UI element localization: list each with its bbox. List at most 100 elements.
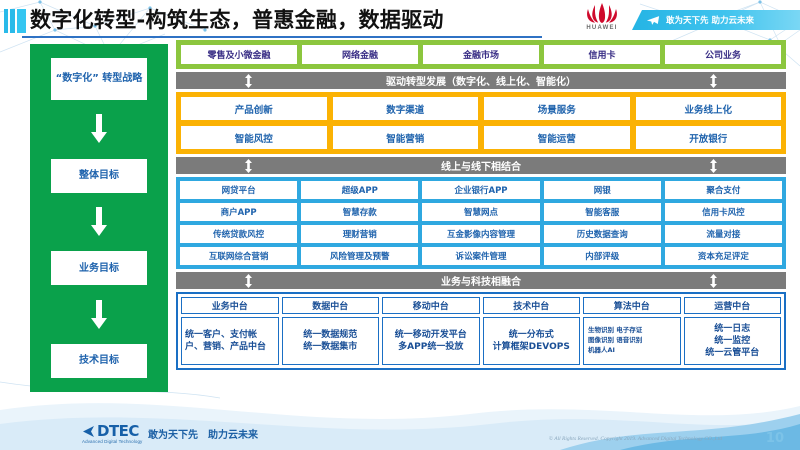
channel-cell[interactable]: 理财营销: [301, 225, 419, 243]
down-arrow-icon: [91, 207, 107, 236]
channel-cell[interactable]: 信用卡风控: [664, 203, 783, 221]
capability-cell[interactable]: 智能运营: [484, 126, 630, 149]
channel-cell[interactable]: 互联网综合营销: [180, 247, 298, 265]
platform-head[interactable]: 业务中台: [181, 297, 279, 314]
huawei-wordmark: HUAWEI: [586, 25, 618, 31]
business-line-cell[interactable]: 金融市场: [423, 45, 539, 64]
platform-body: 统一客户、支付帐户、营销、产品中台: [181, 317, 279, 365]
platform-column-algorithm: 算法中台 生物识别 电子存证 图像识别 语音识别 机器人AI: [583, 297, 681, 365]
footer-wave-decoration: [0, 381, 800, 450]
channel-cell[interactable]: 聚合支付: [664, 181, 783, 199]
platform-head[interactable]: 数据中台: [281, 297, 379, 314]
capability-row: 智能风控 智能营销 智能运营 开放银行: [181, 126, 781, 149]
channel-cell[interactable]: 资本充足评定: [664, 247, 783, 265]
business-line-cell[interactable]: 信用卡: [544, 45, 660, 64]
business-line-cell[interactable]: 网络金融: [302, 45, 418, 64]
channel-cell[interactable]: 诉讼案件管理: [422, 247, 540, 265]
double-arrow-icon: [710, 73, 717, 88]
business-line-cell[interactable]: 零售及小微金融: [181, 45, 297, 64]
channel-band: 网贷平台 超级APP 企业银行APP 网银 聚合支付 商户APP 智慧存款 智慧…: [176, 177, 786, 269]
channel-cell[interactable]: 互金影像内容管理: [422, 225, 540, 243]
capability-cell[interactable]: 产品创新: [181, 97, 327, 120]
strategy-column: “数字化” 转型战略 整体目标 业务目标 技术目标: [30, 44, 168, 392]
dtec-logo: DTEC Advanced Digital Technology: [82, 422, 162, 444]
channel-cell[interactable]: 企业银行APP: [422, 181, 540, 199]
footer-slogan-left: 敢为天下先: [148, 430, 198, 441]
huawei-flower-icon: [587, 3, 617, 23]
double-arrow-icon: [710, 273, 717, 288]
page-number: 10: [765, 431, 784, 446]
channel-cell[interactable]: 智能客服: [543, 203, 661, 221]
connector-bar-transformation: 驱动转型发展（数字化、线上化、智能化）: [176, 72, 786, 89]
huawei-logo: HUAWEI: [576, 2, 628, 38]
connector-bar-online-offline: 线上与线下相结合: [176, 157, 786, 174]
huawei-slogan-banner: 敢为天下先 助力云未来: [632, 10, 800, 30]
connector-bar-business-tech: 业务与科技相融合: [176, 272, 786, 289]
footer-slogan: 敢为天下先助力云未来: [148, 426, 258, 441]
strategy-arrow-2: [90, 193, 108, 252]
slide-body: “数字化” 转型战略 整体目标 业务目标 技术目标 零售及小微金融 网络金融 金…: [0, 40, 800, 410]
paper-plane-icon: [646, 15, 660, 25]
channel-cell[interactable]: 商户APP: [180, 203, 298, 221]
connector-label: 线上与线下相结合: [441, 162, 521, 173]
channel-cell[interactable]: 智慧存款: [301, 203, 419, 221]
platform-head[interactable]: 移动中台: [382, 297, 480, 314]
capability-row: 产品创新 数字渠道 场景服务 业务线上化: [181, 97, 781, 120]
channel-cell[interactable]: 历史数据查询: [543, 225, 661, 243]
channel-cell[interactable]: 网贷平台: [180, 181, 298, 199]
capability-cell[interactable]: 智能营销: [332, 126, 478, 149]
corner-stripe-decoration: [4, 9, 26, 33]
platform-body: 统一移动开发平台 多APP统一投放: [382, 317, 480, 365]
channel-cell[interactable]: 内部评级: [543, 247, 661, 265]
channel-row: 传统贷款风控 理财营销 互金影像内容管理 历史数据查询 流量对接: [180, 225, 783, 243]
capability-band: 产品创新 数字渠道 场景服务 业务线上化 智能风控 智能营销 智能运营 开放银行: [176, 92, 786, 154]
dtec-triangle-icon: [83, 425, 94, 437]
sidebar-item-strategy[interactable]: “数字化” 转型战略: [51, 58, 147, 100]
platform-head[interactable]: 技术中台: [482, 297, 580, 314]
channel-row: 互联网综合营销 风险管理及预警 诉讼案件管理 内部评级 资本充足评定: [180, 247, 783, 265]
connector-label: 驱动转型发展（数字化、线上化、智能化）: [386, 77, 576, 88]
connector-label: 业务与科技相融合: [441, 277, 521, 288]
double-arrow-icon: [710, 158, 717, 173]
dtec-wordmark: DTEC: [97, 422, 139, 440]
capability-cell[interactable]: 开放银行: [635, 126, 781, 149]
platform-column-tech: 技术中台 统一分布式 计算框架DEVOPS: [482, 297, 580, 365]
channel-cell[interactable]: 流量对接: [664, 225, 783, 243]
platform-column-operations: 运营中台 统一日志 统一监控 统一云管平台: [683, 297, 781, 365]
platform-head[interactable]: 算法中台: [583, 297, 681, 314]
channel-cell[interactable]: 风险管理及预警: [301, 247, 419, 265]
slide-footer: DTEC Advanced Digital Technology 敢为天下先助力…: [0, 410, 800, 450]
platform-column-business: 业务中台 统一客户、支付帐户、营销、产品中台: [181, 297, 279, 365]
platform-head[interactable]: 运营中台: [683, 297, 781, 314]
strategy-arrow-3: [90, 285, 108, 344]
capability-cell[interactable]: 数字渠道: [332, 97, 478, 120]
platform-body: 生物识别 电子存证 图像识别 语音识别 机器人AI: [583, 317, 681, 365]
business-line-cell[interactable]: 公司业务: [665, 45, 781, 64]
channel-row: 商户APP 智慧存款 智慧网点 智能客服 信用卡风控: [180, 203, 783, 221]
huawei-slogan-text: 敢为天下先 助力云未来: [666, 16, 754, 26]
layer-stack: 零售及小微金融 网络金融 金融市场 信用卡 公司业务 驱动转型发展（数字化、线上…: [176, 40, 786, 370]
double-arrow-icon: [245, 73, 252, 88]
double-arrow-icon: [245, 158, 252, 173]
down-arrow-icon: [91, 114, 107, 144]
platform-body: 统一数据规范 统一数据集市: [281, 317, 379, 365]
channel-cell[interactable]: 网银: [543, 181, 661, 199]
capability-cell[interactable]: 场景服务: [484, 97, 630, 120]
sidebar-item-business-goal[interactable]: 业务目标: [51, 251, 147, 286]
platform-body: 统一日志 统一监控 统一云管平台: [683, 317, 781, 365]
page-title: 数字化转型-构筑生态，普惠金融，数据驱动: [30, 8, 444, 32]
dtec-subtitle: Advanced Digital Technology: [82, 439, 143, 444]
slide-header: 数字化转型-构筑生态，普惠金融，数据驱动 HUAWEI 敢为天下先 助力云未来: [0, 0, 800, 40]
channel-cell[interactable]: 传统贷款风控: [180, 225, 298, 243]
capability-cell[interactable]: 智能风控: [181, 126, 327, 149]
down-arrow-icon: [91, 299, 107, 329]
platform-band: 业务中台 统一客户、支付帐户、营销、产品中台 数据中台 统一数据规范 统一数据集…: [176, 292, 786, 370]
sidebar-item-tech-goal[interactable]: 技术目标: [51, 344, 147, 379]
sidebar-item-overall-goal[interactable]: 整体目标: [51, 158, 147, 193]
channel-cell[interactable]: 智慧网点: [422, 203, 540, 221]
channel-cell[interactable]: 超级APP: [301, 181, 419, 199]
footer-slogan-right: 助力云未来: [208, 430, 258, 441]
capability-cell[interactable]: 业务线上化: [635, 97, 781, 120]
title-underline: [22, 36, 542, 38]
platform-body: 统一分布式 计算框架DEVOPS: [482, 317, 580, 365]
